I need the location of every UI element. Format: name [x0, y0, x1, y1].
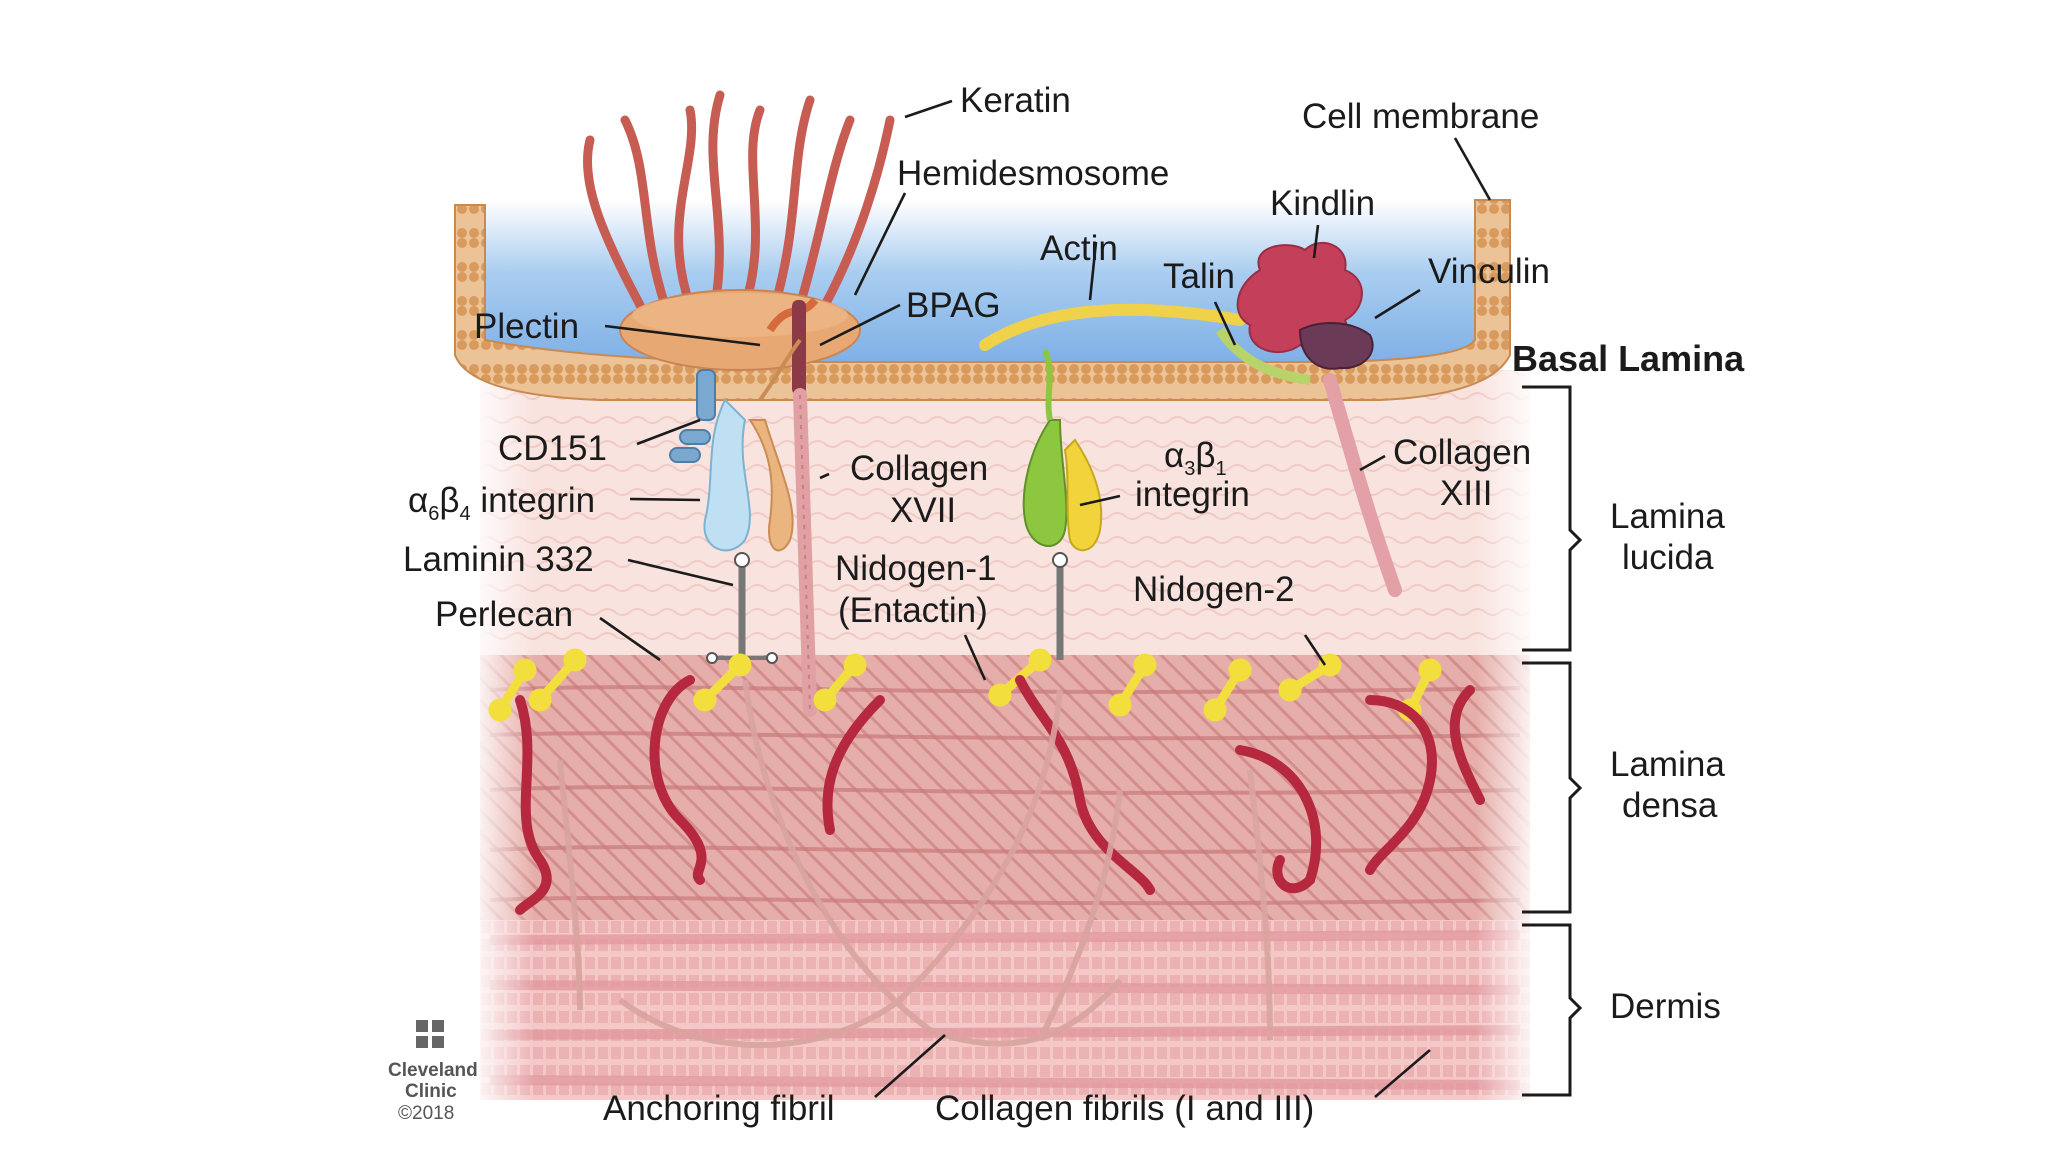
label-nidogen1-1: Nidogen-1 — [835, 549, 997, 588]
anchoring-fibrils — [557, 679, 1273, 1048]
b4-subunit — [748, 419, 794, 552]
collagen-xvii-strand — [793, 388, 817, 717]
vinculin-protein — [1298, 322, 1374, 370]
label-talin: Talin — [1163, 257, 1235, 296]
label-a3b1-integrin: integrin — [1135, 475, 1250, 514]
cd151-molecule — [696, 369, 716, 421]
label-collagen-fibrils: Collagen fibrils (I and III) — [935, 1089, 1314, 1128]
logo-line2: Clinic — [405, 1081, 457, 1102]
cleveland-clinic-cross-icon — [416, 1020, 444, 1048]
label-cd151: CD151 — [498, 429, 607, 468]
b1-subunit — [1063, 438, 1103, 552]
label-laminin-332: Laminin 332 — [403, 540, 594, 579]
brace-lamina-lucida — [1522, 385, 1583, 652]
label-nidogen1-2: (Entactin) — [838, 591, 988, 630]
label-dermis: Dermis — [1610, 987, 1721, 1026]
label-basal-lamina: Basal Lamina — [1512, 338, 1745, 379]
label-collagen-xvii-1: Collagen — [850, 449, 988, 488]
label-collagen-xiii-2: XIII — [1440, 474, 1493, 513]
label-plectin: Plectin — [474, 307, 579, 346]
focal-adhesion-complex — [979, 241, 1402, 597]
label-nidogen2: Nidogen-2 — [1133, 570, 1295, 609]
logo-line1: Cleveland — [388, 1060, 478, 1081]
logo-copyright: ©2018 — [398, 1103, 454, 1124]
brace-lamina-densa — [1522, 661, 1583, 914]
tissue-layers — [470, 360, 1540, 1110]
a6-subunit — [703, 398, 751, 552]
brace-dermis — [1522, 923, 1583, 1097]
label-keratin: Keratin — [960, 81, 1071, 120]
a3b1-integrin-complex — [1022, 348, 1103, 660]
actin-filament — [979, 303, 1246, 351]
label-bpag: BPAG — [906, 286, 1001, 325]
label-collagen-xvii-2: XVII — [890, 491, 956, 530]
cleveland-clinic-logo: Cleveland Clinic ©2018 — [388, 1020, 478, 1124]
bpag — [792, 300, 806, 395]
label-lamina-densa-1: Lamina — [1610, 745, 1725, 784]
label-lamina-lucida-1: Lamina — [1610, 497, 1725, 536]
label-cell-membrane: Cell membrane — [1302, 97, 1539, 136]
layer-braces — [1522, 385, 1583, 1097]
a6b4-integrin-complex — [669, 338, 802, 664]
collagen-xiii-strand — [1323, 373, 1402, 597]
label-actin: Actin — [1040, 229, 1118, 268]
label-vinculin: Vinculin — [1428, 252, 1550, 291]
label-hemidesmosome: Hemidesmosome — [897, 154, 1169, 193]
label-lamina-lucida-2: lucida — [1622, 538, 1714, 577]
talin — [1215, 327, 1311, 385]
label-anchoring-fibril: Anchoring fibril — [603, 1089, 835, 1128]
label-a6b4-integrin: α6β4 integrin — [408, 481, 595, 525]
label-a3b1-greek: α3β1 — [1164, 436, 1227, 480]
cell-membrane — [454, 199, 1511, 401]
labels: Keratin Cell membrane Hemidesmosome Kind… — [403, 81, 1745, 1128]
label-collagen-xiii-1: Collagen — [1393, 433, 1531, 472]
label-perlecan: Perlecan — [435, 595, 573, 634]
keratin-filaments — [583, 90, 895, 310]
leader-lines — [599, 99, 1492, 1098]
label-lamina-densa-2: densa — [1622, 786, 1718, 825]
nidogen-molecules — [488, 648, 1442, 722]
hemidesmosome-complex — [619, 289, 861, 717]
a3-subunit — [1022, 419, 1068, 547]
label-kindlin: Kindlin — [1270, 184, 1375, 223]
perlecan-chains — [515, 675, 1485, 915]
